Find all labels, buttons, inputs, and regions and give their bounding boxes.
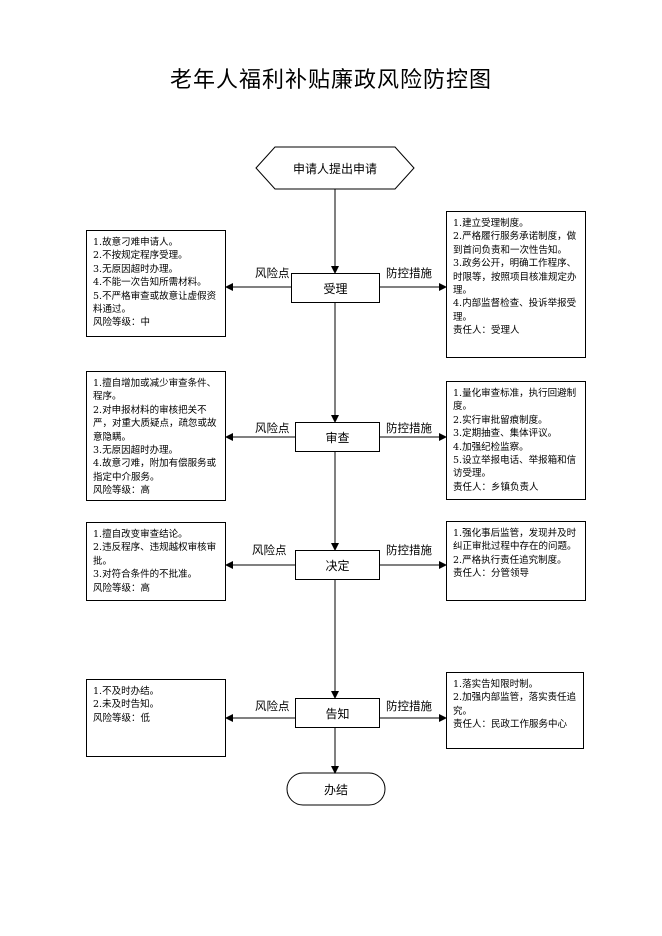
risk-item: 1.擅自改变审查结论。 <box>93 529 188 540</box>
responsible-person: 责任人：受理人 <box>453 325 520 337</box>
measure-item: 4.加强纪检监察。 <box>453 441 529 453</box>
measure-item: 5.设立举报电话、举报箱和信访受理。 <box>453 455 577 480</box>
measure-item: 1.建立受理制度。 <box>453 218 529 229</box>
risk-level: 风险等级：低 <box>93 712 151 724</box>
measure-box-decide: 1.强化事后监管，发现并及时纠正审批过程中存在的问题。 2.严格执行责任追究制度… <box>446 521 586 601</box>
risk-level: 风险等级：中 <box>93 317 151 329</box>
step-accept-node: 受理 <box>291 273 380 303</box>
step-review-node: 审查 <box>295 422 380 452</box>
risk-label: 风险点 <box>255 266 290 280</box>
measure-item: 2.严格履行服务承诺制度，做到首问负责和一次性告知。 <box>453 231 577 256</box>
measure-item: 4.内部监督检查、投诉举报受理。 <box>453 298 577 323</box>
risk-box-notify: 1.不及时办结。 2.未及时告知。 风险等级：低 <box>86 679 226 757</box>
start-hexagon <box>255 146 415 190</box>
start-label: 申请人提出申请 <box>292 161 377 176</box>
risk-item: 4.故意刁难，附加有偿服务或指定中介服务。 <box>93 458 217 483</box>
risk-item: 3.无原因超时办理。 <box>93 445 179 457</box>
risk-item: 2.未及时告知。 <box>93 699 160 711</box>
risk-item: 2.不按规定程序受理。 <box>93 250 188 262</box>
measure-item: 1.落实告知限时制。 <box>453 679 539 690</box>
measure-label: 防控措施 <box>386 699 432 713</box>
responsible-person: 责任人：分管领导 <box>453 568 530 580</box>
end-label: 办结 <box>323 782 348 797</box>
risk-item: 3.对符合条件的不批准。 <box>93 569 198 581</box>
risk-label: 风险点 <box>255 699 290 713</box>
measure-box-notify: 1.落实告知限时制。 2.加强内部监管，落实责任追究。 责任人：民政工作服务中心 <box>446 672 584 749</box>
measure-item: 3.政务公开，明确工作程序、时限等，按照项目核准规定办理。 <box>453 258 577 297</box>
responsible-person: 责任人：民政工作服务中心 <box>453 719 568 731</box>
risk-item: 5.不严格审查或故意让虚假资料通过。 <box>93 290 217 316</box>
risk-item: 2.对申报材料的审核把关不严，对重大质疑点，疏忽或故意隐瞒。 <box>93 404 217 443</box>
step-decide-node: 决定 <box>295 550 380 580</box>
risk-item: 4.不能一次告知所需材料。 <box>93 277 207 289</box>
responsible-person: 责任人：乡镇负责人 <box>453 481 539 493</box>
measure-box-review: 1.量化审查标准，执行回避制度。 2.实行审批留痕制度。 3.定期抽查、集体评议… <box>446 381 586 500</box>
risk-box-decide: 1.擅自改变审查结论。 2.违反程序、违规越权审核审批。 3.对符合条件的不批准… <box>86 522 226 601</box>
step-notify-node: 告知 <box>295 698 380 728</box>
risk-item: 1.不及时办结。 <box>93 686 160 697</box>
risk-item: 1.故意刁难申请人。 <box>93 237 179 248</box>
risk-label: 风险点 <box>252 543 287 557</box>
measure-item: 1.强化事后监管，发现并及时纠正审批过程中存在的问题。 <box>453 528 577 553</box>
measure-label: 防控措施 <box>386 421 432 435</box>
measure-item: 2.实行审批留痕制度。 <box>453 414 548 426</box>
measure-item: 1.量化审查标准，执行回避制度。 <box>453 388 577 413</box>
measure-item: 3.定期抽查、集体评议。 <box>453 428 558 440</box>
page-title: 老年人福利补贴廉政风险防控图 <box>169 68 492 93</box>
measure-item: 2.严格执行责任追究制度。 <box>453 554 567 566</box>
risk-level: 风险等级：高 <box>93 582 151 594</box>
measure-item: 2.加强内部监管，落实责任追究。 <box>453 692 577 717</box>
risk-item: 1.擅自增加或减少审查条件、程序。 <box>93 378 217 403</box>
risk-level: 风险等级：高 <box>93 485 151 497</box>
measure-box-accept: 1.建立受理制度。 2.严格履行服务承诺制度，做到首问负责和一次性告知。 3.政… <box>446 211 586 358</box>
risk-box-review: 1.擅自增加或减少审查条件、程序。 2.对申报材料的审核把关不严，对重大质疑点，… <box>86 371 226 501</box>
measure-label: 防控措施 <box>386 543 432 557</box>
risk-item: 2.违反程序、违规越权审核审批。 <box>93 542 217 567</box>
risk-label: 风险点 <box>255 421 290 435</box>
risk-box-accept: 1.故意刁难申请人。 2.不按规定程序受理。 3.无原因超时办理。 4.不能一次… <box>86 230 226 337</box>
measure-label: 防控措施 <box>386 266 432 280</box>
risk-item: 3.无原因超时办理。 <box>93 263 179 275</box>
